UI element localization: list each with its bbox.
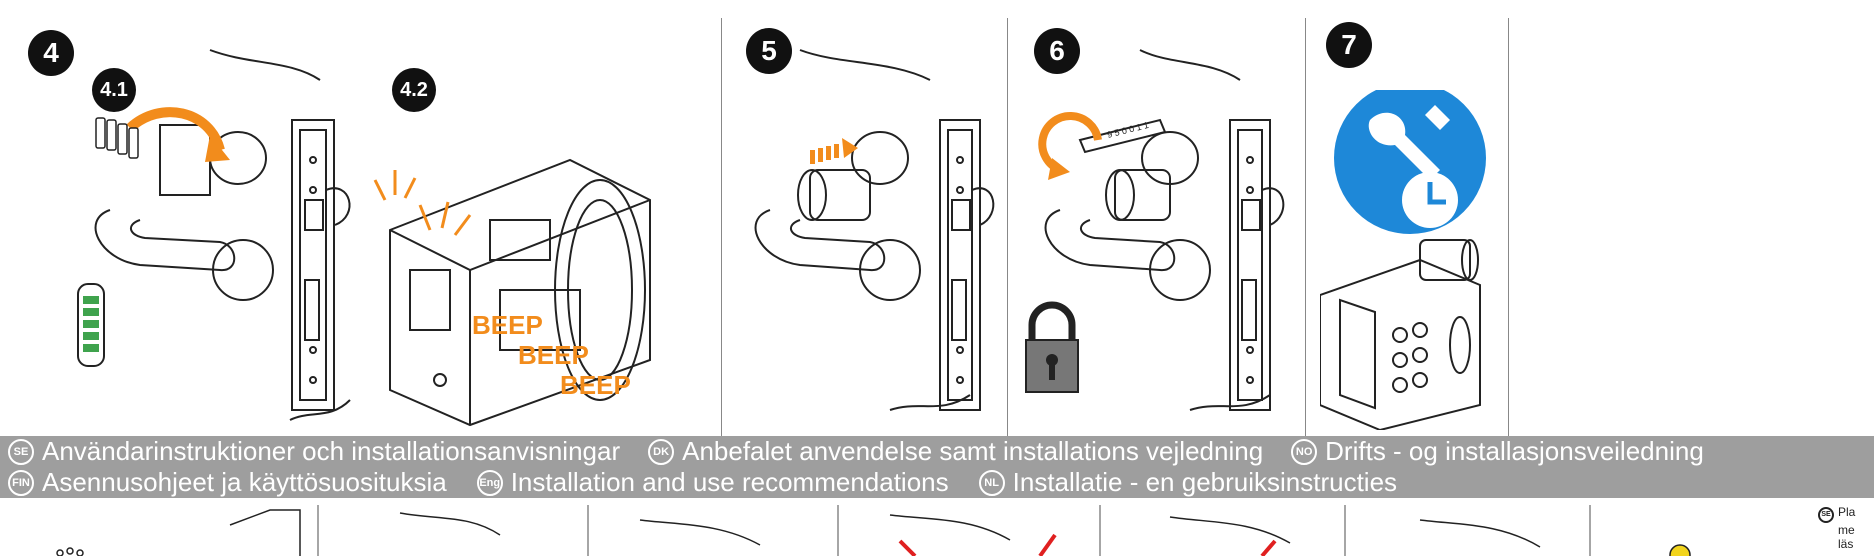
door-lever-battery-illustration bbox=[77, 49, 351, 421]
step-4-2-badge: 4.2 bbox=[392, 68, 436, 112]
cylinder-insert-illustration bbox=[754, 49, 995, 411]
step-6-badge: 6 bbox=[1034, 28, 1080, 74]
panel-divider bbox=[1007, 18, 1008, 436]
beep-rays-icon bbox=[373, 170, 472, 236]
lang-code-dk: DK bbox=[648, 438, 675, 465]
banner-row-2: FIN Asennusohjeet ja käyttösuosituksia E… bbox=[8, 467, 1407, 498]
bottom-note-line-1: Pla bbox=[1838, 505, 1856, 519]
beep-label-3: BEEP bbox=[560, 370, 631, 400]
banner-text-nl: Installatie - en gebruiksinstructies bbox=[1012, 467, 1398, 497]
banner-text-fin: Asennusohjeet ja käyttösuosituksia bbox=[42, 467, 447, 497]
banner-text-dk: Anbefalet anvendelse samt installations … bbox=[682, 436, 1264, 466]
step-5-badge: 5 bbox=[746, 28, 792, 74]
padlock-icon bbox=[1025, 301, 1079, 393]
language-banner: SE Användarinstruktioner och installatio… bbox=[0, 436, 1874, 498]
warning-icon bbox=[1669, 544, 1691, 556]
panel-divider bbox=[1508, 18, 1509, 436]
bottom-note: SE Pla me läs bbox=[1818, 505, 1855, 551]
lang-code-no: NO bbox=[1291, 438, 1318, 465]
step-4-badge: 4 bbox=[28, 30, 74, 76]
lang-code-se-small: SE bbox=[1818, 507, 1834, 523]
service-timer-icon bbox=[1334, 90, 1486, 234]
lock-case-illustration bbox=[373, 158, 651, 427]
lang-code-se: SE bbox=[8, 438, 34, 465]
service-illustration bbox=[1320, 90, 1486, 430]
rotate-arrow-icon bbox=[1038, 111, 1102, 174]
red-cross-icon bbox=[898, 533, 1277, 556]
step-4-1-badge: 4.1 bbox=[92, 68, 136, 112]
bottom-note-line-2: me bbox=[1838, 523, 1855, 537]
step-7-badge: 7 bbox=[1326, 22, 1372, 68]
panel-divider bbox=[1305, 18, 1306, 436]
battery-level-icon bbox=[77, 283, 105, 367]
beep-label-1: BEEP bbox=[472, 310, 543, 340]
banner-text-no: Drifts - og installasjonsveiledning bbox=[1325, 436, 1704, 466]
banner-text-eng: Installation and use recommendations bbox=[510, 467, 949, 497]
bottom-note-line-3: läs bbox=[1838, 537, 1854, 551]
panel-divider bbox=[721, 18, 722, 436]
banner-text-se: Användarinstruktioner och installationsa… bbox=[42, 436, 621, 466]
banner-row-1: SE Användarinstruktioner och installatio… bbox=[8, 436, 1714, 467]
key-tag-illustration: 9 5 0 0 1 1 bbox=[1025, 49, 1285, 411]
lang-code-fin: FIN bbox=[8, 469, 34, 496]
beep-label-2: BEEP bbox=[518, 340, 589, 370]
insert-arrow-icon bbox=[810, 138, 858, 164]
keypad-reader-icon bbox=[1320, 239, 1481, 430]
lang-code-eng: Eng bbox=[476, 469, 503, 496]
lang-code-nl: NL bbox=[978, 469, 1005, 496]
bottom-strip-illustrations bbox=[56, 505, 1691, 556]
